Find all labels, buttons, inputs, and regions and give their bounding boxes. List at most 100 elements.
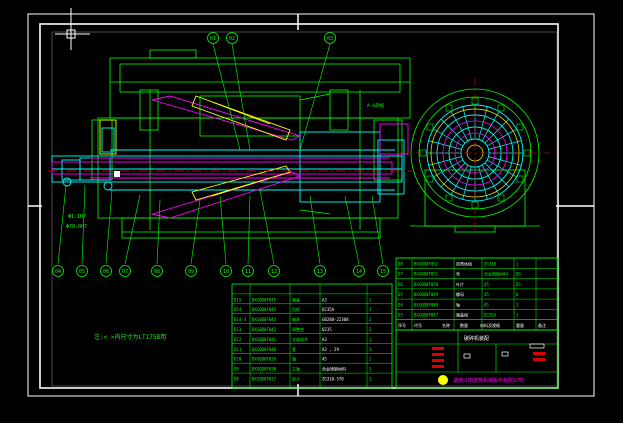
parts-left-cell: D11: [234, 347, 242, 352]
parts-left-cell: 调整垫: [292, 326, 304, 332]
parts-left-cell: D13: [234, 327, 242, 332]
parts-left-cell: BXG0D0F045: [252, 297, 277, 302]
parts-left-cell: Q235A: [322, 307, 335, 312]
parts-right-cell: BXG0D0F049: [414, 292, 439, 297]
balloon-label: 03: [327, 36, 333, 42]
parts-left-cell: BXG0D0F037: [252, 377, 277, 382]
balloon-leaders: [57, 43, 384, 265]
parts-right-cell: D4: [398, 302, 403, 307]
parts-left-cell: 2: [369, 327, 372, 332]
parts-right-header-cell: 名称: [442, 322, 450, 328]
parts-left-cell: BXG0D0F038: [252, 367, 277, 372]
dimension-note-2: Φ70.0H7: [66, 224, 87, 230]
parts-right-cell: 8: [516, 292, 519, 297]
parts-right-cell: 1: [516, 302, 519, 307]
balloon-label: 04: [55, 269, 61, 275]
parts-left-cell: ZG310-570: [322, 377, 344, 382]
crosshair-cursor-icon: [55, 8, 90, 50]
parts-right-cell: ZG310: [484, 261, 497, 266]
balloon-07: 07: [119, 265, 131, 277]
parts-right-header-cell: 序号: [398, 322, 406, 328]
sheet-outer-border: [27, 13, 595, 397]
parts-left-cell: BXG0D0F042: [252, 327, 277, 332]
parts-left-cell: BXG0D0F043: [252, 317, 277, 322]
balloon-label: 05: [79, 269, 85, 275]
parts-left-cell: D14: [234, 307, 242, 312]
parts-right-cell: 转筒体组: [456, 260, 472, 266]
parts-right-cell: D5: [516, 282, 521, 287]
balloon-12: 12: [268, 265, 280, 277]
parts-right-cell: 螺母: [456, 291, 464, 297]
balloon-11: 11: [242, 265, 254, 277]
assembly-side-view: [48, 49, 412, 239]
parts-left-cell: 1: [369, 377, 372, 382]
parts-left-cell: D15: [234, 297, 242, 302]
balloon-05: 05: [76, 265, 88, 277]
balloon-label: 08: [154, 269, 160, 275]
parts-right-cell: Q235A: [484, 313, 497, 318]
balloon-label: 01: [210, 36, 216, 42]
parts-left-cell: 45: [322, 357, 327, 362]
parts-right-cell: 45: [484, 282, 489, 287]
parts-left-cell: 转子: [292, 376, 300, 382]
parts-left-cell: 1: [369, 297, 372, 302]
balloon-label: 06: [103, 269, 109, 275]
parts-left-cell: 轴: [292, 356, 296, 362]
balloon-13: 13: [314, 265, 326, 277]
parts-right-header-cell: 材料及规格: [480, 322, 500, 328]
inner-frame: [51, 31, 558, 387]
parts-right-cell: D5: [398, 292, 403, 297]
balloon-layer: 01 02 03 04 05 06 07 08 09 10 11 12 13 14 15: [52, 32, 389, 277]
parts-left-cell: A3 , 29: [322, 347, 339, 352]
parts-left-cell: 1: [369, 337, 372, 342]
parts-right-cell: BXG0D0F047: [414, 313, 439, 318]
balloon-label: 09: [188, 269, 194, 275]
parts-left-cell: A3: [322, 337, 327, 342]
parts-left-cell: BXG0D0F041: [252, 337, 277, 342]
parts-right-cell: D8: [398, 261, 403, 266]
parts-left-cell: 2: [369, 317, 372, 322]
parts-left-cell: 挡板: [292, 306, 300, 312]
balloon-label: 11: [245, 269, 251, 275]
parts-left-cell: B14-3: [234, 317, 247, 322]
parts-right-cell: 1: [516, 313, 519, 318]
parts-left-cell: BXG0D0F044: [252, 307, 277, 312]
parts-right-cell: 壳: [456, 271, 460, 277]
parts-right-cell: 45: [484, 302, 489, 307]
balloon-02: 02: [226, 32, 238, 44]
parts-left-cell: D8: [234, 377, 239, 382]
end-view-flange: [400, 78, 550, 233]
parts-right-header-cell: 数量: [460, 322, 468, 328]
balloon-label: 15: [380, 269, 386, 275]
balloon-06: 06: [100, 265, 112, 277]
parts-right-cell: D6: [398, 282, 403, 287]
parts-left-cell: A3: [322, 297, 327, 302]
balloon-label: 14: [356, 269, 362, 275]
balloon-label: 13: [317, 269, 323, 275]
parts-left-cell: D9: [234, 367, 239, 372]
balloon-01: 01: [207, 32, 219, 44]
parts-right-header-cell: 备注: [538, 322, 546, 328]
balloon-08: 08: [151, 265, 163, 277]
balloon-03: 03: [324, 32, 336, 44]
parts-left-cell: 1: [369, 357, 372, 362]
parts-left-cell: 支架组合: [292, 336, 308, 342]
dimension-note-1: Φ1.1H7: [68, 214, 86, 220]
parts-left-cell: 1: [369, 367, 372, 372]
parts-right-cell: D3: [398, 313, 403, 318]
balloon-label: 07: [122, 269, 128, 275]
parts-left-cell: D10: [234, 357, 242, 362]
title-block: 破碎机装配 湖南江南建筑机械股份有限公司: [395, 329, 559, 389]
balloon-10: 10: [220, 265, 232, 277]
parts-left-cell: 合金铸钢材料: [322, 366, 346, 372]
parts-right-header-cell: 重量: [516, 322, 524, 328]
parts-left-cell: GB288-22308: [322, 317, 349, 322]
parts-right-cell: D6: [516, 272, 521, 277]
parts-right-cell: BXG0D0F048: [414, 302, 439, 307]
parts-right-cell: 端盖组: [456, 312, 468, 318]
parts-left-cell: 套: [292, 346, 296, 352]
centering-marks: [28, 14, 594, 396]
balloon-09: 09: [185, 265, 197, 277]
